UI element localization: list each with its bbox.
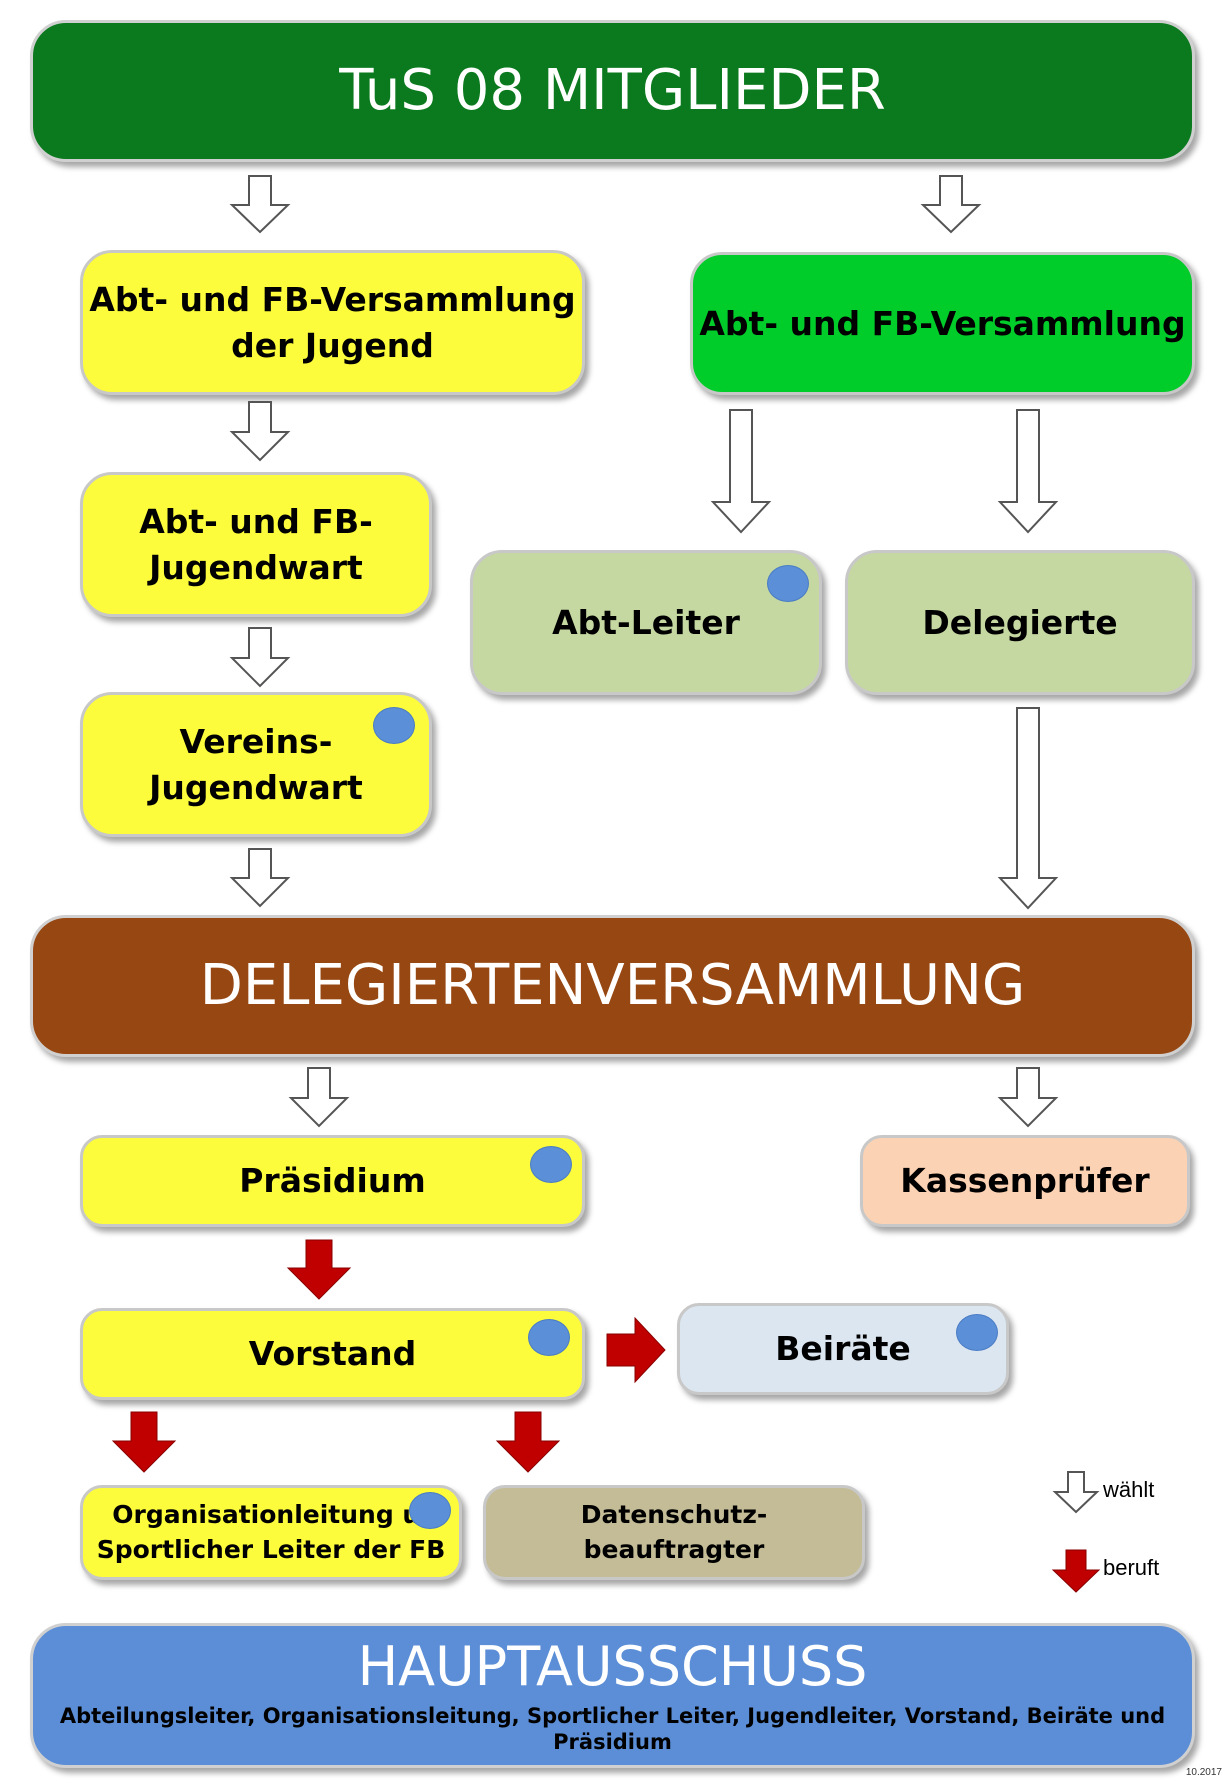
elect-arrow-jugend-to-jugendwart: [229, 401, 291, 462]
box-datenschutz: Datenschutz- beauftragter: [483, 1485, 865, 1580]
elect-arrow-abt-fb-to-abt-leiter: [710, 409, 772, 534]
legend-elect-arrow-icon: [1052, 1471, 1100, 1514]
hauptausschuss-title: HAUPTAUSSCHUSS: [357, 1635, 868, 1699]
appoint-arrow-vorstand-to-datenschutz: [495, 1411, 561, 1473]
appoint-arrow-vorstand-to-beiraete: [606, 1316, 666, 1384]
elect-arrow-dv-to-praesidium: [288, 1067, 350, 1128]
box-abt-leiter: Abt-Leiter: [470, 550, 822, 695]
appoint-arrow-praesidium-to-vorstand: [286, 1239, 352, 1300]
box-vereins-jugendwart: Vereins- Jugendwart: [80, 692, 432, 837]
box-abt-fb-versammlung-jugend: Abt- und FB-Versammlung der Jugend: [80, 250, 585, 395]
member-dot: [956, 1314, 998, 1351]
elect-arrow-vereinsjugendwart-to-dv: [229, 848, 291, 908]
box-abt-fb-versammlung: Abt- und FB-Versammlung: [690, 252, 1195, 395]
title-bar: TuS 08 MITGLIEDER: [30, 20, 1195, 162]
legend-waehlt-label: wählt: [1103, 1477, 1155, 1502]
member-dot: [373, 707, 415, 744]
box-abt-fb-jugendwart: Abt- und FB- Jugendwart: [80, 472, 432, 617]
member-dot: [767, 565, 809, 602]
version-label: 10.2017: [1185, 1767, 1222, 1778]
elect-arrow-abt-fb-to-delegierte: [997, 409, 1059, 534]
member-dot: [409, 1492, 451, 1529]
hauptausschuss-bar: HAUPTAUSSCHUSS Abteilungsleiter, Organis…: [30, 1623, 1195, 1768]
delegiertenversammlung-bar: DELEGIERTENVERSAMMLUNG: [30, 915, 1195, 1057]
elect-arrow-jugendwart-to-vereinsjugendwart: [229, 627, 291, 688]
box-beiraete: Beiräte: [677, 1303, 1009, 1395]
hauptausschuss-members: Abteilungsleiter, Organisationsleitung, …: [59, 1704, 1166, 1754]
appoint-arrow-vorstand-to-organisation: [111, 1411, 177, 1473]
box-delegierte: Delegierte: [845, 550, 1195, 695]
box-organisationsleitung: Organisationleitung u. Sportlicher Leite…: [80, 1485, 462, 1580]
title-text: TuS 08 MITGLIEDER: [339, 58, 886, 124]
elect-arrow-dv-to-kassenpruefer: [997, 1067, 1059, 1128]
legend-appoint-arrow-icon: [1051, 1549, 1101, 1593]
box-praesidium: Präsidium: [80, 1135, 585, 1227]
legend-beruft-label: beruft: [1103, 1555, 1160, 1580]
elect-arrow-members-to-abt-fb: [920, 175, 982, 234]
elect-arrow-delegierte-to-dv: [997, 707, 1059, 910]
box-kassenpruefer: Kassenprüfer: [860, 1135, 1190, 1227]
elect-arrow-members-to-jugend: [229, 175, 291, 234]
box-vorstand: Vorstand: [80, 1308, 585, 1400]
member-dot: [530, 1146, 572, 1183]
member-dot: [528, 1319, 570, 1356]
